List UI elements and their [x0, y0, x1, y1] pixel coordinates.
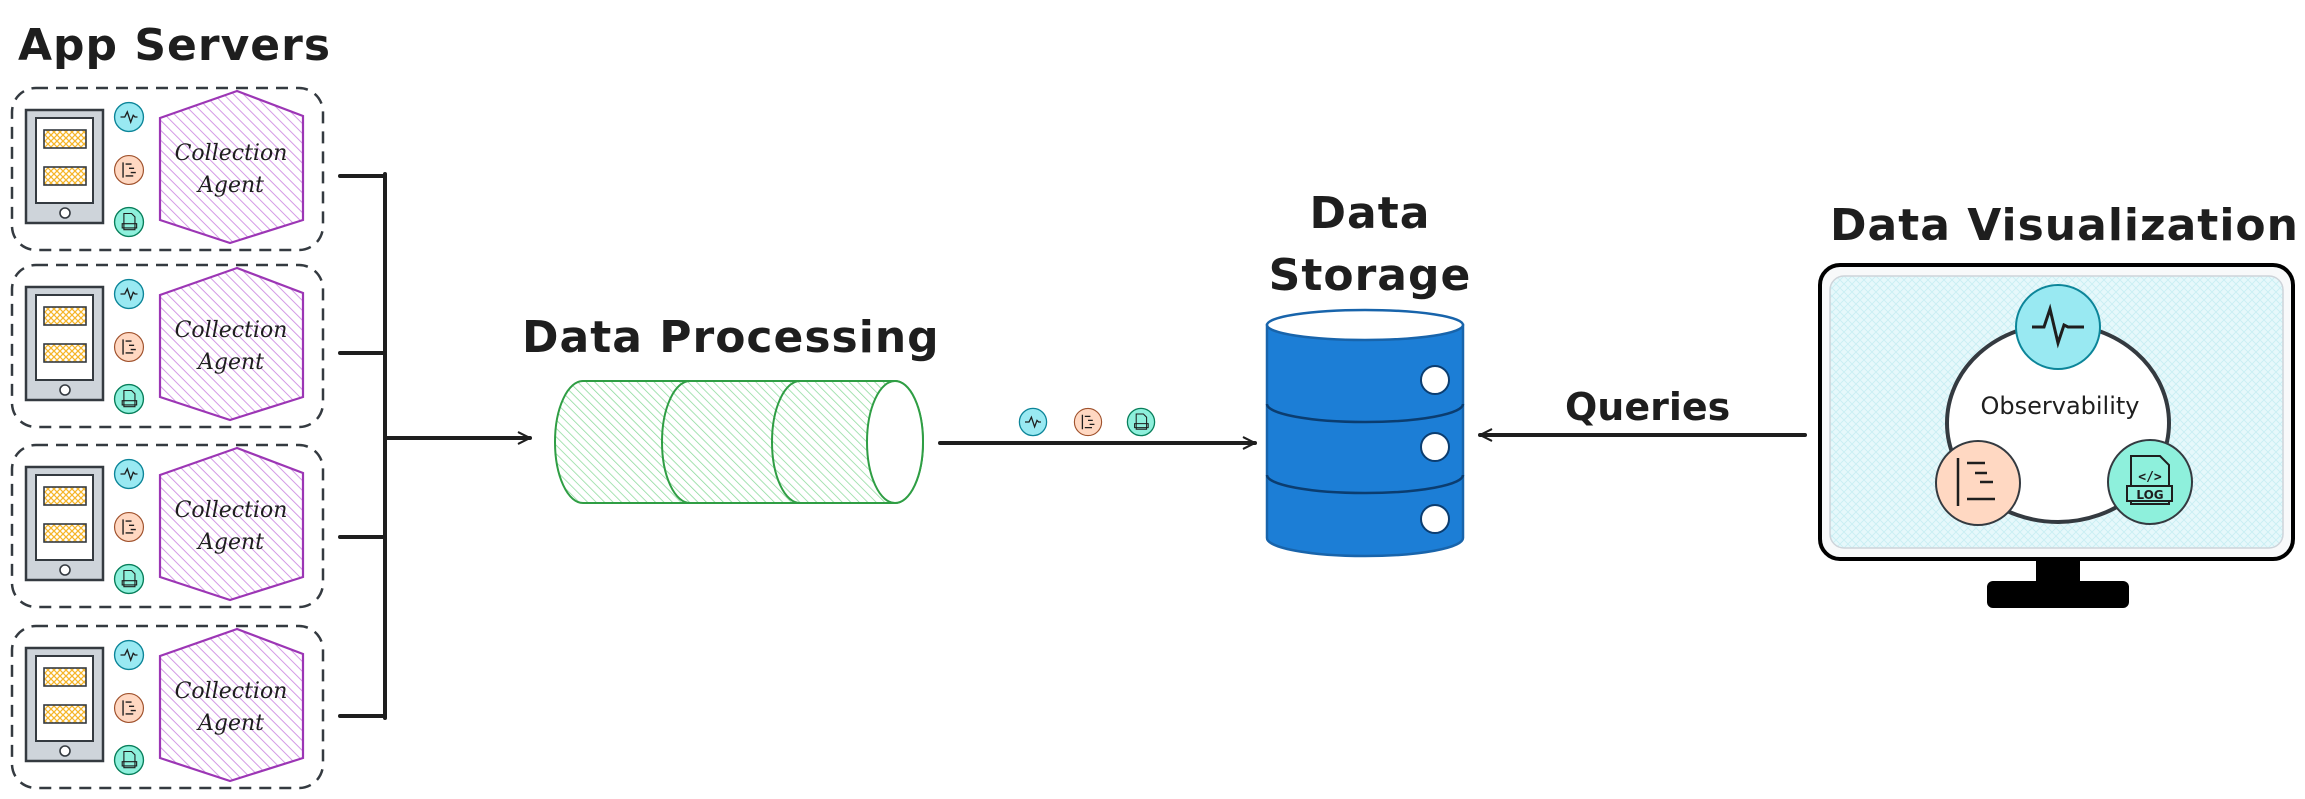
processing-pipe: [554, 380, 924, 504]
data-storage-title-line1: Data: [1310, 188, 1431, 239]
data-storage-title-line2: Storage: [1269, 250, 1472, 301]
data-processing-title: Data Processing: [522, 312, 940, 363]
server-box: Collection Agent: [10, 624, 325, 790]
log-file-icon: [113, 563, 145, 595]
app-servers-title: App Servers: [18, 20, 331, 71]
trace-icon: [1073, 407, 1103, 437]
server-box: Collection Agent: [10, 263, 325, 429]
monitor: Observability </> LOG: [1818, 263, 2295, 608]
collection-agent-hexagon: [158, 446, 305, 602]
metrics-pulse-icon: [2015, 284, 2101, 370]
log-file-icon: [1126, 407, 1156, 437]
pulse-icon: [113, 458, 145, 490]
server-box: Collection Agent: [10, 443, 325, 609]
pulse-icon: [1018, 407, 1048, 437]
server-dashed-border: [10, 86, 325, 252]
pulse-icon: [113, 639, 145, 671]
agent-label-line1: Collection: [175, 141, 288, 166]
collection-agent-hexagon: [158, 266, 305, 422]
log-file-icon: [113, 206, 145, 238]
agent-label-line1: Collection: [175, 679, 288, 704]
server-box: Collection Agent: [10, 86, 325, 252]
tablet-icon: [24, 465, 105, 582]
app-servers: Collection Agent Collection Agent: [10, 86, 325, 790]
log-file-icon: [113, 383, 145, 415]
merge-bracket: [338, 172, 532, 720]
collection-agent-hexagon: [158, 627, 305, 783]
data-visualization-title: Data Visualization: [1830, 200, 2299, 251]
tablet-icon: [24, 285, 105, 402]
tablet-icon: [24, 646, 105, 763]
traces-icon: [1935, 440, 2021, 526]
pulse-icon: [113, 278, 145, 310]
log-badge: LOG: [2136, 488, 2163, 502]
agent-label-line2: Agent: [196, 350, 264, 375]
observability-label: Observability: [1980, 392, 2139, 420]
logs-icon: </> LOG: [2107, 439, 2193, 525]
agent-label-line2: Agent: [196, 711, 264, 736]
code-glyph: </>: [2138, 470, 2162, 485]
agent-label-line1: Collection: [175, 498, 288, 523]
database-icon: [1265, 308, 1465, 558]
server-dashed-border: [10, 624, 325, 790]
server-dashed-border: [10, 443, 325, 609]
queries-label: Queries: [1565, 385, 1730, 429]
log-file-icon: [113, 744, 145, 776]
tablet-icon: [24, 108, 105, 225]
trace-icon: [113, 511, 145, 543]
trace-icon: [113, 154, 145, 186]
agent-label-line1: Collection: [175, 318, 288, 343]
collection-agent-hexagon: [158, 89, 305, 245]
server-dashed-border: [10, 263, 325, 429]
agent-label-line2: Agent: [196, 173, 264, 198]
trace-icon: [113, 692, 145, 724]
trace-icon: [113, 331, 145, 363]
pulse-icon: [113, 101, 145, 133]
agent-label-line2: Agent: [196, 530, 264, 555]
